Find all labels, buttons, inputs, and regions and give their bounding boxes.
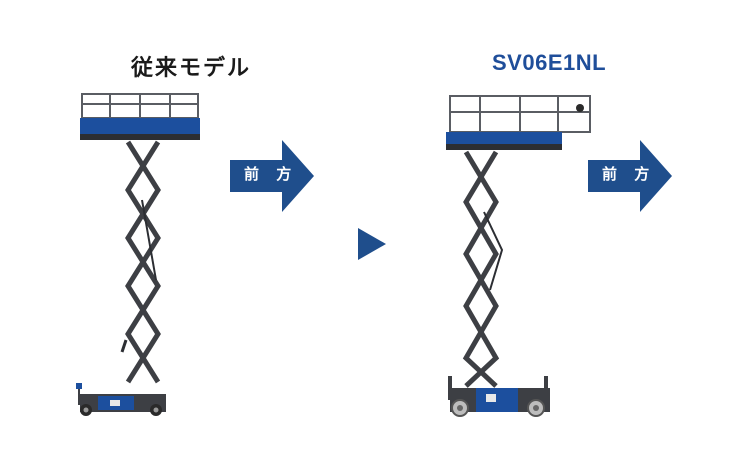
conventional-model-title: 従来モデル — [131, 56, 252, 81]
next-triangle-icon — [358, 228, 386, 260]
conventional-scissor-lift-image — [76, 93, 200, 416]
front-direction-arrow-right: 前 方 — [588, 140, 672, 212]
sv06e1nl-title: SV06E1NL — [492, 50, 607, 75]
front-direction-label: 前 方 — [244, 165, 298, 183]
front-direction-arrow-left: 前 方 — [230, 140, 314, 212]
sv06e1nl-scissor-lift-image — [446, 95, 591, 417]
front-direction-label: 前 方 — [602, 165, 656, 183]
